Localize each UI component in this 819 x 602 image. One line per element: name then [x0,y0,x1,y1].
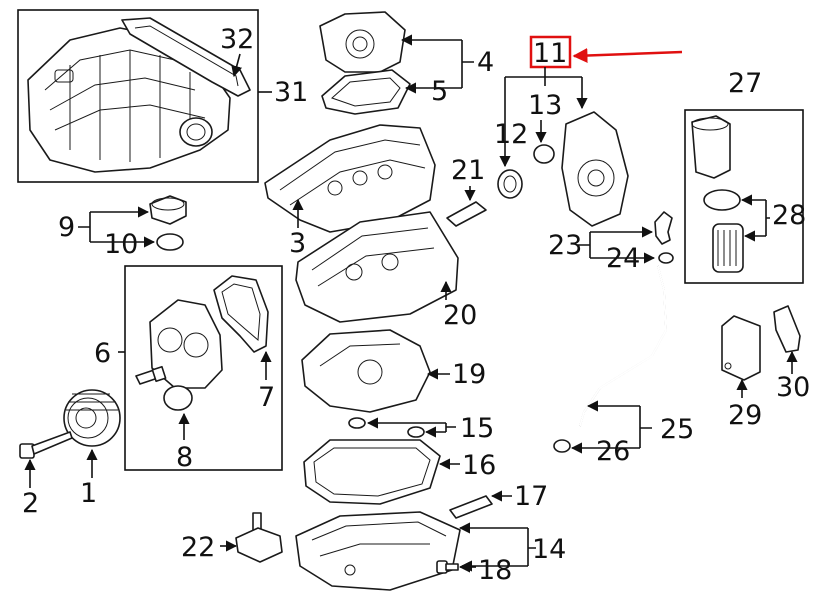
tube-seal [553,439,571,453]
crankshaft-pulley [63,389,121,447]
timing-bolt [135,365,167,385]
intake-manifold [27,27,231,173]
callout-18: 18 [478,555,512,586]
callout-8: 8 [176,442,193,473]
callout-30: 30 [776,372,810,403]
oil-cooler [721,315,761,381]
callout-13: 13 [528,90,562,121]
rear-cover [561,111,629,227]
callout-31: 31 [274,77,308,108]
oil-pan-gasket [303,439,441,505]
filter-o-ring [703,189,741,211]
engine-block-ladder [301,329,431,413]
sensor-17 [449,495,493,519]
timing-cover-frame [124,265,283,471]
callout-11: 11 [533,38,567,69]
callout-5: 5 [431,76,448,107]
timing-cover-gasket [213,275,269,353]
drain-plug [436,560,459,574]
filter-element [712,223,744,273]
callout-17: 17 [514,481,548,512]
cover-gasket [321,69,411,115]
oil-pan [295,511,461,591]
sensor-21 [446,201,487,227]
oil-level-sensor [235,512,283,563]
dipstick-tube [579,265,668,427]
callout-11-highlight [529,35,572,69]
cooler-gasket [773,305,801,353]
callout-20: 20 [443,300,477,331]
callout-32: 32 [220,24,254,55]
callout-27: 27 [728,68,762,99]
callout-24: 24 [606,243,640,274]
callout-2: 2 [22,488,39,519]
highlight-arrow [572,48,683,63]
timing-seal [163,385,193,411]
crank-seal [497,169,523,199]
callout-29: 29 [728,400,762,431]
dipstick-seal [658,252,674,264]
callout-21: 21 [451,155,485,186]
filter-housing-cap [691,115,731,179]
dipstick-handle [654,211,673,245]
pulley-bolt [19,431,73,459]
washer-b [407,426,425,438]
callout-12: 12 [494,119,528,150]
callout-10: 10 [104,229,138,260]
callout-16: 16 [462,450,496,481]
callout-1: 1 [80,478,97,509]
intake-manifold-frame [17,9,259,183]
callout-15: 15 [460,413,494,444]
callout-19: 19 [452,359,486,390]
callout-23: 23 [548,230,582,261]
intake-gasket [121,17,251,97]
washer-a [348,417,366,429]
callout-7: 7 [258,382,275,413]
small-seal [533,144,555,164]
upper-cover [319,11,406,73]
cap-seal [156,233,184,251]
callout-9: 9 [58,212,75,243]
cylinder-head [295,211,459,323]
filler-cap [149,195,187,225]
cylinder-head-cover [264,124,436,233]
callout-3: 3 [289,228,306,259]
callout-26: 26 [596,436,630,467]
callout-22: 22 [181,532,215,563]
callout-14: 14 [532,534,566,565]
callout-4: 4 [477,47,494,78]
callout-25: 25 [660,414,694,445]
callout-28: 28 [772,200,806,231]
callout-6: 6 [94,338,111,369]
oil-filter-frame [684,109,804,284]
